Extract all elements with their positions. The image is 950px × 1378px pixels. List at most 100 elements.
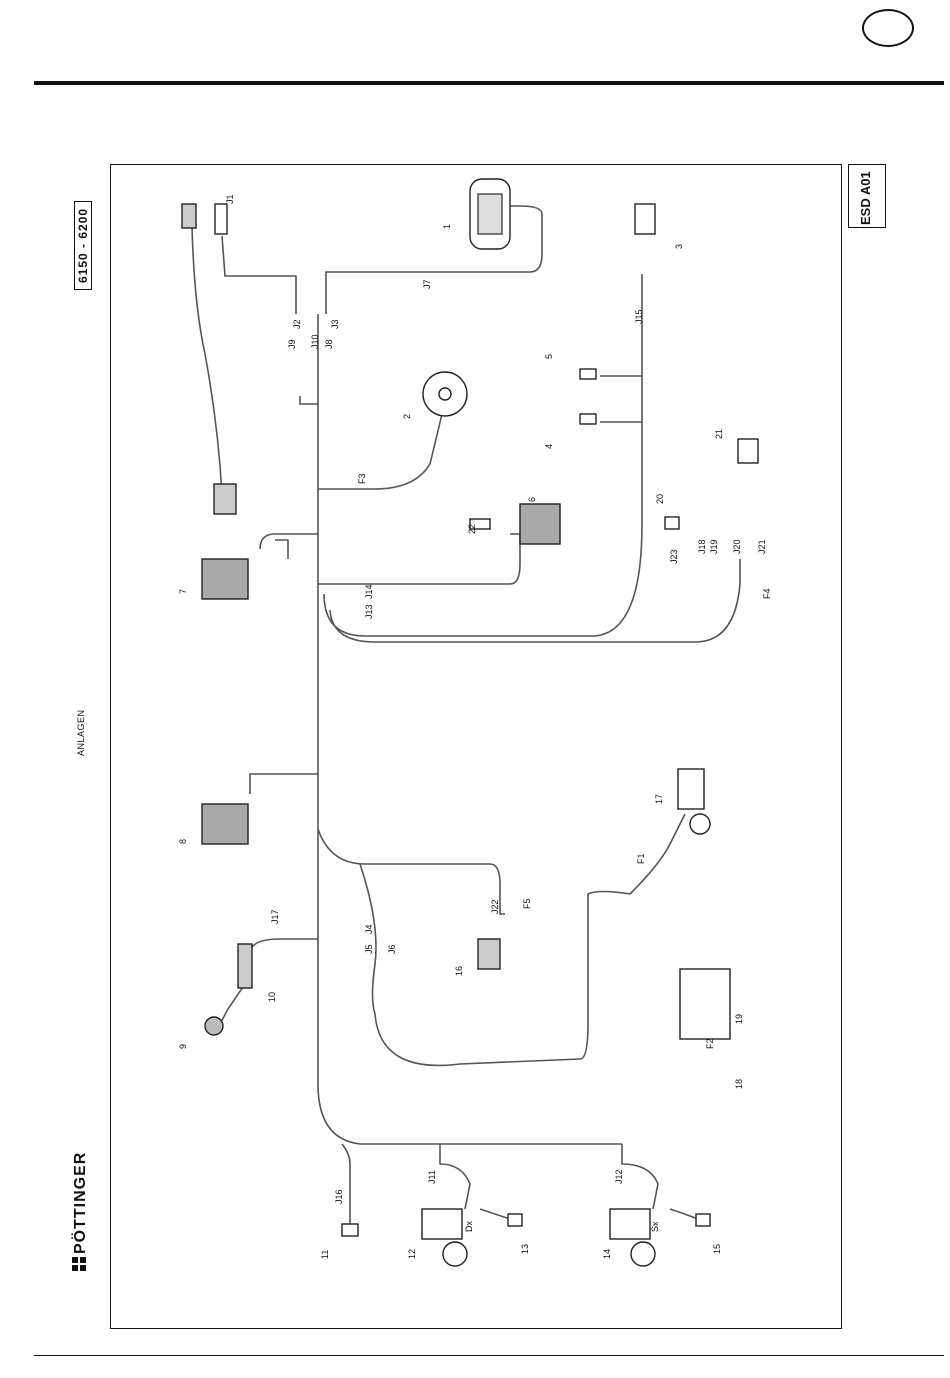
part-label-22: 22 <box>467 524 477 534</box>
conn-j20: J20 <box>732 539 742 554</box>
component-7-valve <box>202 559 248 599</box>
header-rule <box>34 81 944 85</box>
part-label-10: 10 <box>267 992 277 1002</box>
component-12-unit <box>422 1209 462 1239</box>
part-label-4: 4 <box>544 444 554 449</box>
footer-rule <box>34 1355 944 1356</box>
cable-item-7b <box>275 540 288 559</box>
conn-j23: J23 <box>669 549 679 564</box>
part-label-19: 19 <box>734 1014 744 1024</box>
component-13 <box>508 1214 522 1226</box>
part-label-9: 9 <box>178 1044 188 1049</box>
conn-j1: J1 <box>225 194 235 204</box>
conn-j15: J15 <box>634 309 644 324</box>
part-label-8: 8 <box>178 839 188 844</box>
section-title: ANLAGEN <box>76 709 86 756</box>
component-3-switch <box>635 204 655 234</box>
cable-j15 <box>324 274 642 636</box>
component-9-sensor <box>205 1017 223 1035</box>
cable-item-14 <box>622 1144 658 1209</box>
part-label-1: 1 <box>442 224 452 229</box>
socket-j1 <box>215 204 227 234</box>
part-label-13: 13 <box>520 1244 530 1254</box>
cable-item-11 <box>342 1144 350 1224</box>
cable-item-7 <box>260 534 318 549</box>
conn-j21: J21 <box>757 539 767 554</box>
cable-sensor-2 <box>318 414 442 489</box>
component-16-sensor <box>478 939 500 969</box>
part-label-17: 17 <box>654 794 664 804</box>
conn-j12: J12 <box>614 1169 624 1184</box>
component-4 <box>580 414 596 424</box>
conn-f4: F4 <box>762 588 772 599</box>
conn-f3: F3 <box>357 473 367 484</box>
conn-j7: J7 <box>422 279 432 289</box>
conn-sx: Sx <box>650 1221 660 1232</box>
cable-item-left <box>192 226 222 494</box>
part-label-14: 14 <box>602 1249 612 1259</box>
component-8-valve <box>202 804 248 844</box>
conn-j16: J16 <box>334 1189 344 1204</box>
cable-item-8 <box>250 774 318 794</box>
cable-items-9-10 <box>220 939 318 1024</box>
component-17-motor <box>678 769 704 809</box>
component-5 <box>580 369 596 379</box>
conn-j8: J8 <box>324 339 334 349</box>
conn-j22: J22 <box>490 899 500 914</box>
conn-j11: J11 <box>427 1170 437 1184</box>
conn-j5: J5 <box>364 944 374 954</box>
conn-j13: J13 <box>364 604 374 619</box>
brand-logo-icon <box>72 1257 86 1271</box>
part-label-2: 2 <box>402 414 412 419</box>
conn-j17: J17 <box>270 909 280 924</box>
component-10-module <box>238 944 252 988</box>
part-label-16: 16 <box>454 966 464 976</box>
conn-j2: J2 <box>292 319 302 329</box>
branch-small-top <box>300 396 318 404</box>
part-label-3: 3 <box>674 244 684 249</box>
conn-j6: J6 <box>387 944 397 954</box>
model-range: 6150 - 6200 <box>74 201 92 290</box>
part-label-7: 7 <box>178 589 188 594</box>
conn-j14: J14 <box>364 584 374 599</box>
component-14-unit <box>610 1209 650 1239</box>
component-bracket-18-19 <box>680 969 730 1039</box>
part-label-6: 6 <box>527 497 537 502</box>
cable-item-6 <box>318 534 520 584</box>
component-left-plug <box>214 484 236 514</box>
conn-f5: F5 <box>522 898 532 909</box>
sheet-code: ESD A01 <box>858 171 873 225</box>
part-label-12: 12 <box>407 1249 417 1259</box>
component-21 <box>738 439 758 463</box>
brand-name: PÖTTINGER <box>72 1152 90 1254</box>
cable-lower-loop <box>318 829 505 914</box>
part-label-5: 5 <box>544 354 554 359</box>
component-11 <box>342 1224 358 1236</box>
conn-j3: J3 <box>330 319 340 329</box>
conn-j19: J19 <box>709 539 719 554</box>
conn-j18: J18 <box>697 539 707 554</box>
part-label-11: 11 <box>320 1250 330 1259</box>
label-group: 1 2 3 4 5 6 7 8 9 10 11 12 13 14 15 16 1… <box>178 194 772 1259</box>
conn-f1: F1 <box>636 853 646 864</box>
component-left-cap <box>182 204 196 228</box>
wiring-diagram: 1 2 3 4 5 6 7 8 9 10 11 12 13 14 15 16 1… <box>110 164 842 1329</box>
component-20 <box>665 517 679 529</box>
part-label-20: 20 <box>655 494 665 504</box>
conn-j10: J10 <box>310 334 320 349</box>
conn-f2: F2 <box>705 1038 715 1049</box>
conn-j9: J9 <box>287 339 297 349</box>
cable-item-13 <box>480 1209 510 1219</box>
part-label-15: 15 <box>712 1244 722 1254</box>
component-15 <box>696 1214 710 1226</box>
conn-dx: Dx <box>464 1221 474 1232</box>
cable-item-12 <box>440 1144 470 1209</box>
part-label-21: 21 <box>714 429 724 439</box>
language-badge <box>862 9 914 47</box>
cable-cluster-right <box>330 559 740 642</box>
cable-socket-j1 <box>222 236 296 314</box>
component-6-valve <box>520 504 560 544</box>
part-label-18: 18 <box>734 1079 744 1089</box>
conn-j4: J4 <box>364 924 374 934</box>
cable-item-15 <box>670 1209 698 1219</box>
